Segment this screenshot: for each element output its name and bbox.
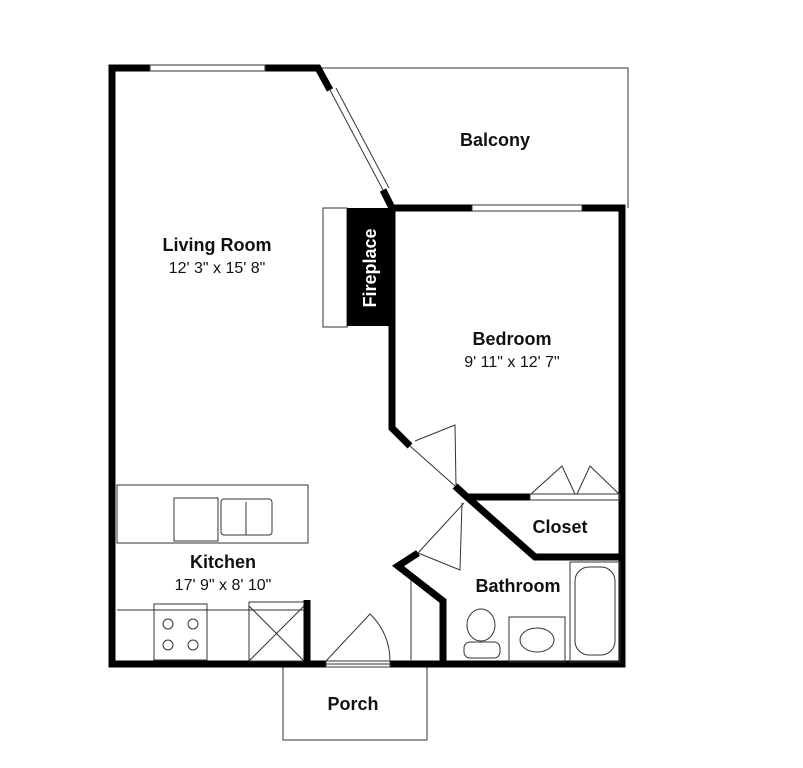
kitchen-dimensions: 17' 9" x 8' 10" bbox=[175, 577, 272, 594]
closet-door-swing bbox=[530, 465, 620, 495]
porch-label: Porch bbox=[327, 694, 378, 714]
bathroom-wall-west bbox=[391, 550, 447, 664]
fireplace-label: Fireplace bbox=[360, 228, 380, 307]
toilet-icon bbox=[466, 608, 496, 642]
closet-wall bbox=[464, 494, 622, 561]
living-room-label: Living Room bbox=[163, 235, 272, 255]
dishwasher bbox=[173, 497, 219, 542]
exterior-wall-east bbox=[440, 204, 626, 668]
bathtub bbox=[569, 561, 621, 663]
kitchen-label: Kitchen bbox=[190, 552, 256, 572]
sliding-door-balcony[interactable] bbox=[329, 89, 384, 191]
bedroom-door-swing bbox=[414, 424, 457, 487]
bedroom-wall-south bbox=[452, 483, 530, 501]
balcony-label: Balcony bbox=[460, 130, 530, 150]
bedroom-wall-west bbox=[388, 208, 413, 449]
exterior-wall-west bbox=[108, 64, 326, 668]
bathroom-door-swing bbox=[417, 502, 463, 571]
bedroom-door[interactable] bbox=[409, 445, 456, 487]
fireplace bbox=[347, 208, 392, 326]
bedroom-dimensions: 9' 11" x 12' 7" bbox=[464, 354, 559, 371]
bathtub-basin bbox=[574, 566, 616, 656]
living-room-dimensions: 12' 3" x 15' 8" bbox=[169, 260, 266, 277]
porch-outline bbox=[282, 663, 428, 741]
closet-doors[interactable] bbox=[529, 493, 621, 501]
entry-door-swing[interactable] bbox=[325, 613, 391, 662]
window-living[interactable] bbox=[149, 64, 266, 72]
bedroom-label: Bedroom bbox=[472, 329, 551, 349]
sink-icon bbox=[519, 627, 555, 653]
wall-segment bbox=[379, 188, 396, 210]
entry-door-threshold[interactable] bbox=[325, 660, 391, 668]
kitchen-island bbox=[116, 484, 309, 544]
exterior-wall-north bbox=[265, 64, 334, 92]
vanity bbox=[508, 616, 566, 663]
bathroom-label: Bathroom bbox=[476, 576, 561, 596]
stove bbox=[153, 603, 208, 661]
window-bedroom[interactable] bbox=[471, 204, 583, 212]
balcony-outline bbox=[318, 67, 629, 208]
closet-label: Closet bbox=[532, 517, 587, 537]
hearth bbox=[322, 207, 348, 328]
bathroom-door[interactable] bbox=[417, 502, 465, 554]
